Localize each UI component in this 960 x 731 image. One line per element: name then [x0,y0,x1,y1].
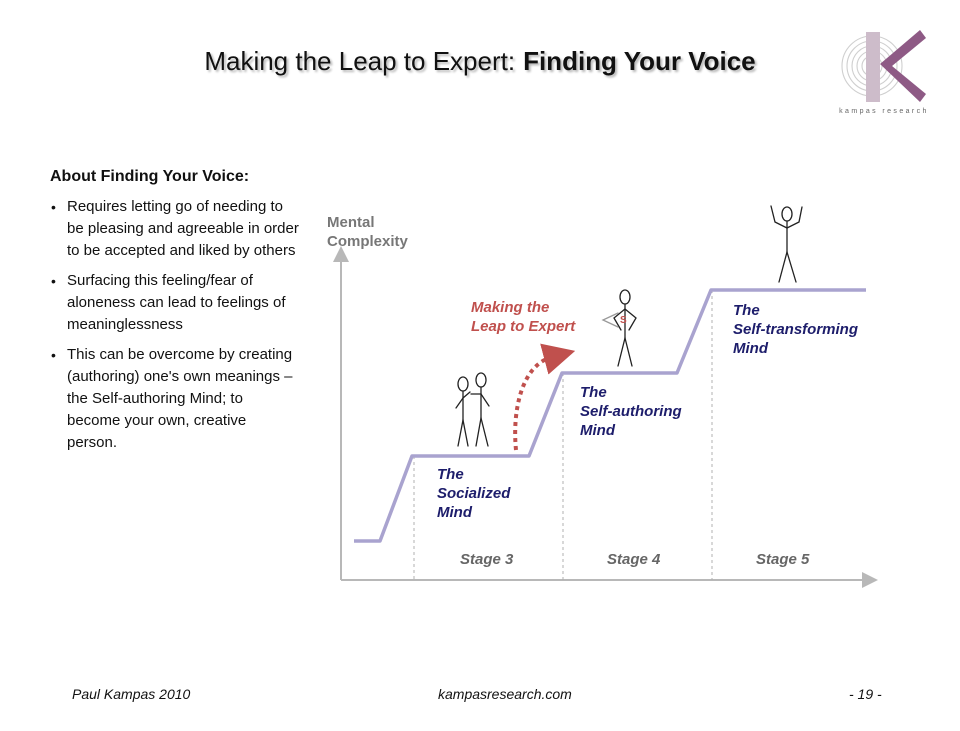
stick-figures-pair-icon [455,372,490,447]
footer-page-number: - 19 - [849,686,882,702]
about-bullets: Requires letting go of needing to be ple… [50,196,300,462]
stick-figure-self-authoring-icon [601,289,637,367]
stage4-mind-line1: The [580,384,607,401]
about-heading: About Finding Your Voice: [50,168,250,185]
stage4-mind-line3: Mind [580,422,616,439]
title-part-1: Making the Leap to Expert: [204,46,516,76]
stage3-mind-line1: The [437,466,464,483]
bullet-item: This can be overcome by creating (author… [50,344,300,454]
stick-figure-arms-raised-icon [770,205,803,283]
page-title: Making the Leap to Expert:Finding Your V… [0,46,960,77]
stage5-mind-line2: Self-transforming [733,321,858,338]
bullet-item: Surfacing this feeling/fear of aloneness… [50,270,300,336]
leap-label-line1: Making the [471,299,549,316]
footer-author: Paul Kampas 2010 [72,686,191,702]
stage5-mind-line1: The [733,302,760,319]
leap-label-line2: Leap to Expert [471,318,576,335]
leap-arrow [513,343,576,451]
kampas-logo [841,30,926,102]
s-badge: S [620,315,627,326]
stage3-label: Stage 3 [460,551,514,568]
title-part-2: Finding Your Voice [523,46,756,76]
y-axis-label-line2: Complexity [327,233,409,250]
stage3-mind-line3: Mind [437,504,473,521]
bullet-item: Requires letting go of needing to be ple… [50,196,300,262]
stage5-mind-line3: Mind [733,340,769,357]
stair-line [354,288,866,543]
stage3-mind-line2: Socialized [437,485,511,502]
y-axis-label-line1: Mental [327,214,375,231]
stage5-label: Stage 5 [756,551,810,568]
logo-text: kampas research [839,108,929,115]
footer-website: kampasresearch.com [438,686,572,702]
stage4-mind-line2: Self-authoring [580,403,682,420]
stage4-label: Stage 4 [607,551,661,568]
